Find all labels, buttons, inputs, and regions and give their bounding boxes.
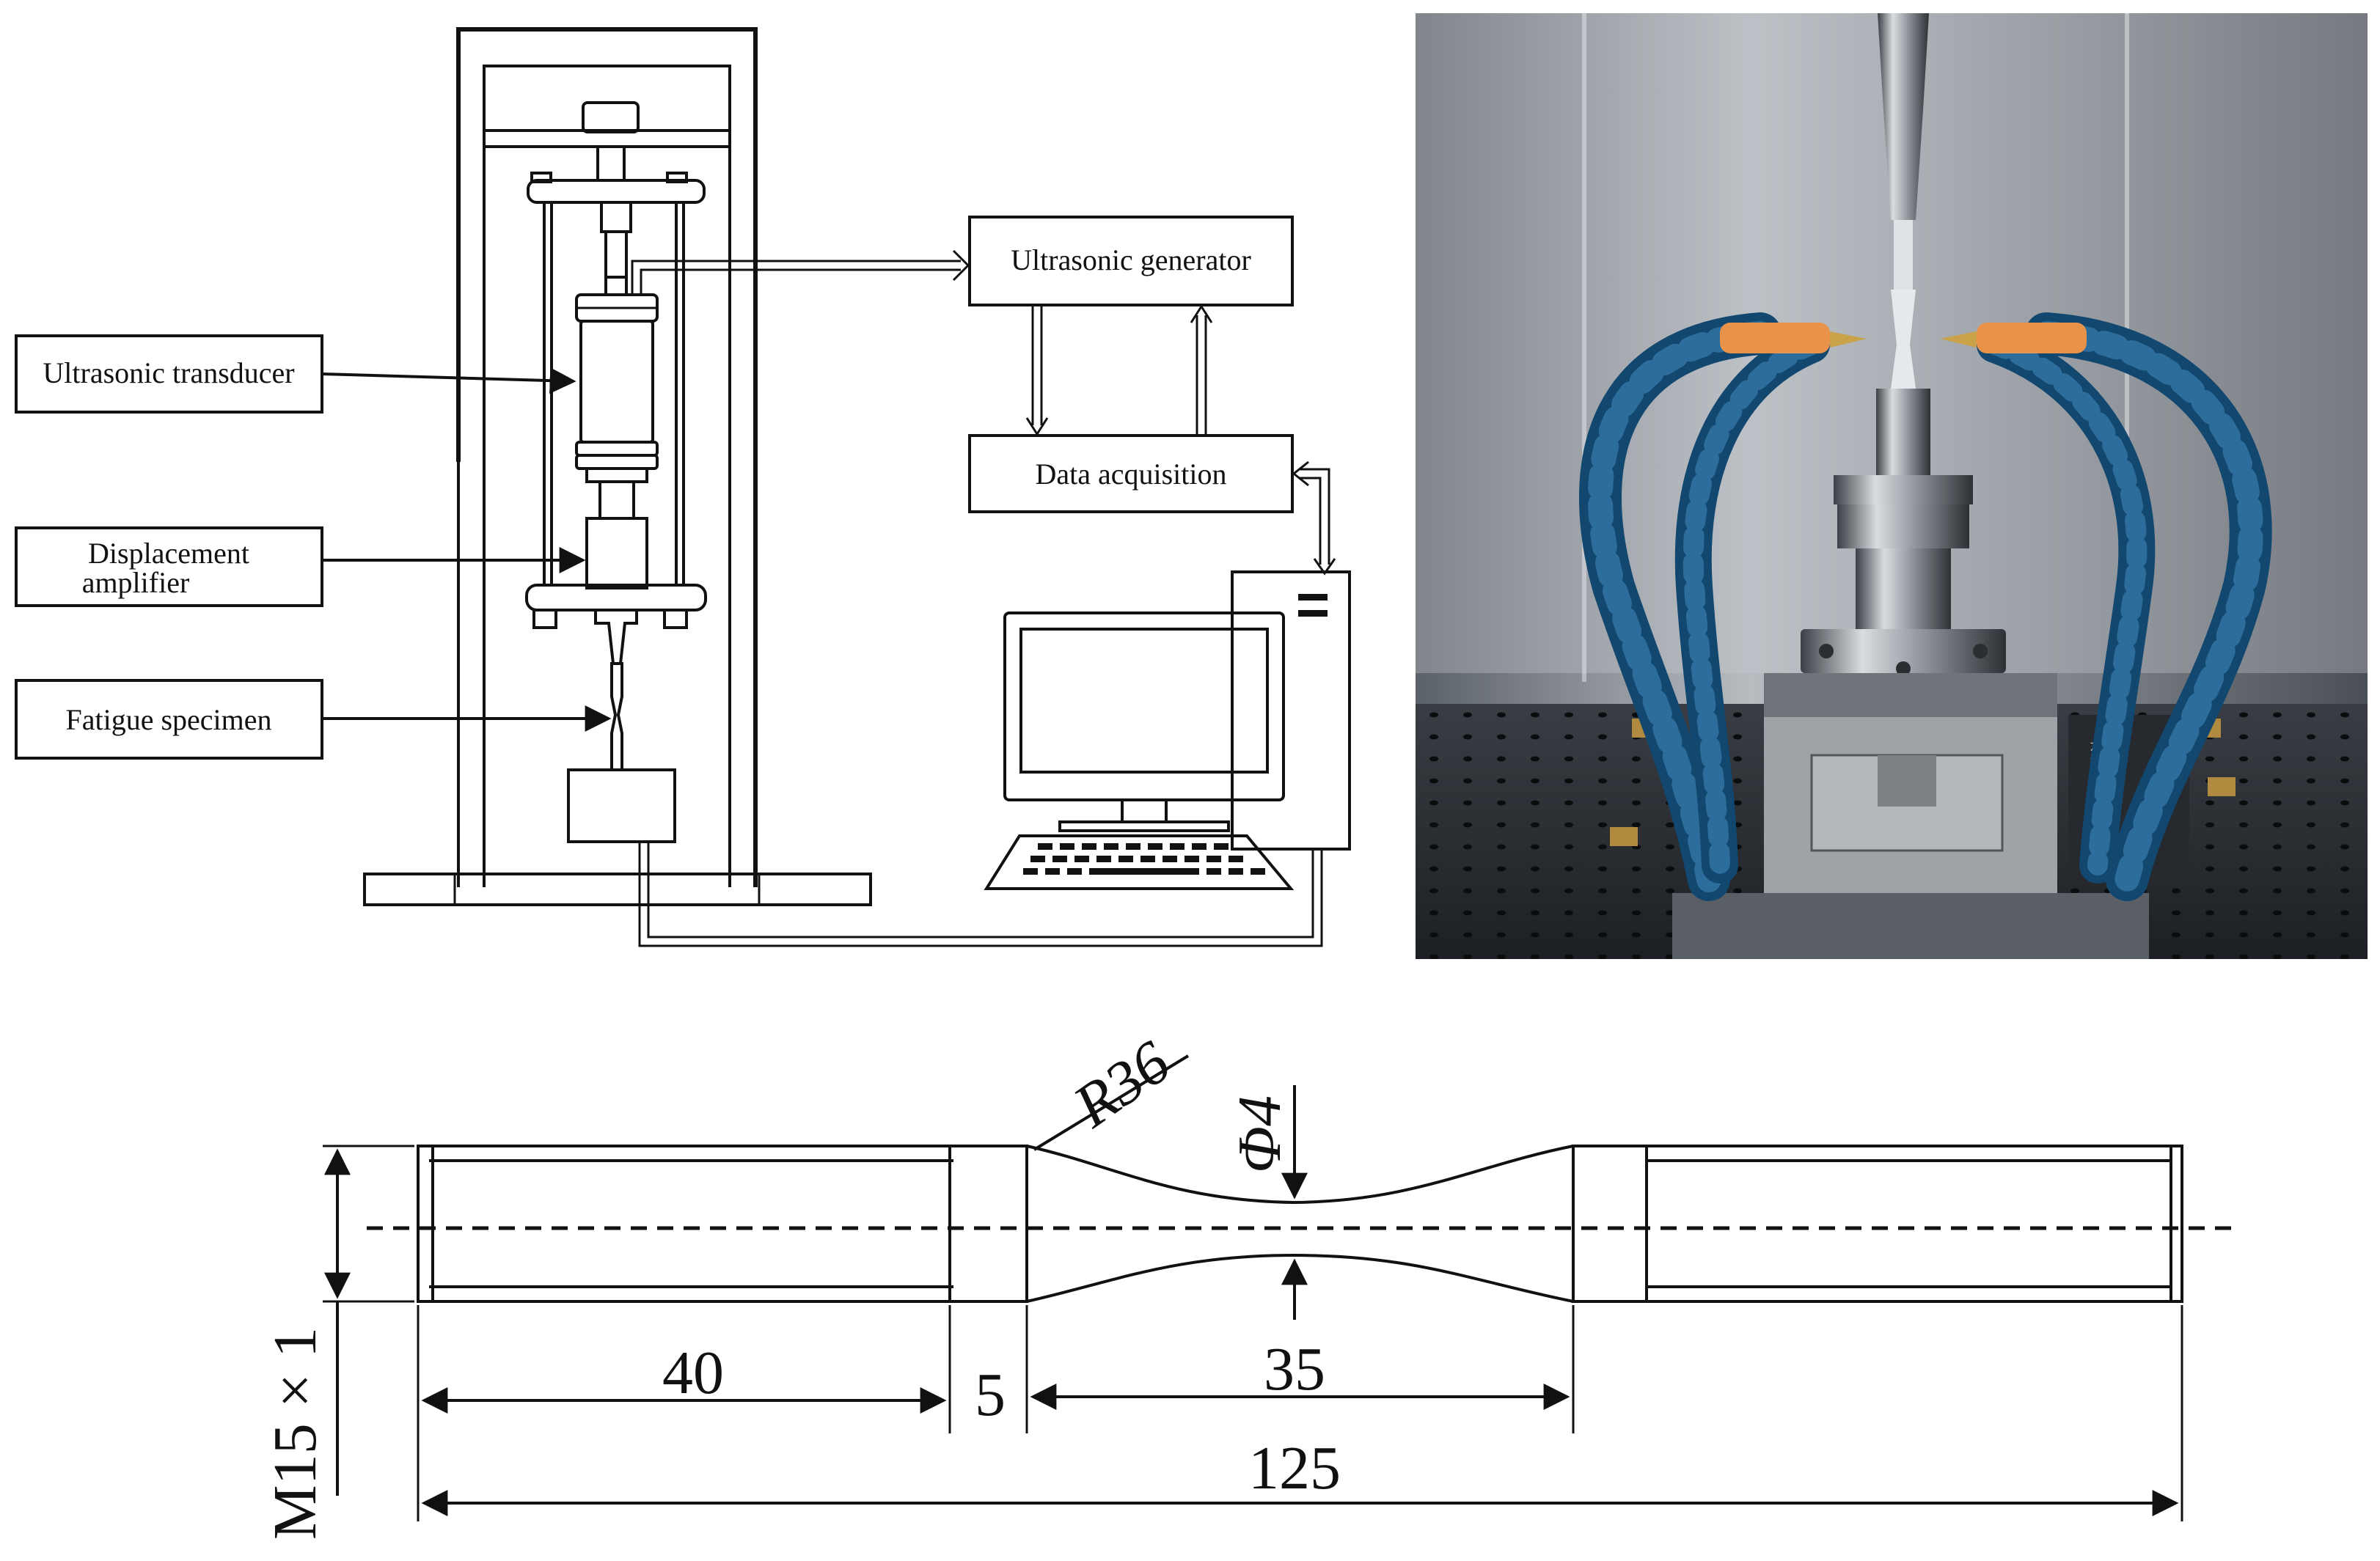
test-rig-schematic: Ultrasonic transducer Displacement ampli…	[15, 27, 1351, 947]
frame-outer	[456, 27, 758, 887]
ultrasonic-generator-label: Ultrasonic generator	[1011, 243, 1251, 276]
amplifier-label-box	[15, 526, 323, 607]
base-plate	[363, 873, 872, 906]
specimen-dimension-drawing: M15 × 1 R36 Φ4 40 5 35 125	[261, 1028, 2237, 1540]
keyboard	[984, 834, 1295, 890]
computer-tower	[1231, 570, 1351, 851]
transducer-label: Ultrasonic transducer	[43, 356, 294, 389]
radius-label: R36	[1061, 1028, 1182, 1141]
diameter-label: Φ4	[1226, 1095, 1294, 1173]
sensor-computer-loop	[638, 842, 1323, 947]
photo-specimen	[1894, 220, 1913, 290]
amplifier-label-line2: amplifier	[82, 566, 190, 599]
left-grip	[417, 1145, 1028, 1303]
frame-inner	[483, 65, 731, 887]
gauge-lower	[1026, 1253, 1574, 1303]
photo-coolant-hose-right	[1940, 312, 2272, 901]
test-rig-photo: STR-01 传感器	[1416, 13, 2368, 959]
ultrasonic-transducer-drawing	[575, 293, 659, 483]
displacement-amplifier-drawing	[585, 480, 648, 589]
specimen-label: Fatigue specimen	[65, 703, 271, 736]
transducer-generator-connection	[631, 249, 970, 295]
computer-drawing	[984, 570, 1351, 890]
acquisition-computer-connection	[1292, 460, 1336, 576]
dim-grip-label: 40	[662, 1339, 724, 1407]
sensor-box	[567, 768, 676, 843]
data-acquisition-label: Data acquisition	[1035, 458, 1226, 491]
photo-horn	[1878, 13, 1929, 220]
fatigue-specimen-drawing	[610, 662, 623, 771]
photo-coolant-hose-left	[1579, 312, 1867, 901]
gauge-upper	[1026, 1145, 1574, 1205]
horn	[594, 609, 638, 665]
photo-flange	[1801, 629, 2006, 673]
generator-acquisition-arrows	[1025, 304, 1213, 436]
dim-gauge-label: 35	[1264, 1335, 1325, 1403]
dim-total-label: 125	[1248, 1434, 1341, 1502]
amplifier-label-line1: Displacement	[88, 537, 249, 570]
dim-shoulder-label: 5	[975, 1361, 1006, 1429]
upper-plate	[527, 179, 706, 204]
ultrasonic-generator-box	[968, 216, 1294, 306]
thread-size-label: M15 × 1	[261, 1327, 329, 1540]
right-grip	[1572, 1145, 2183, 1303]
